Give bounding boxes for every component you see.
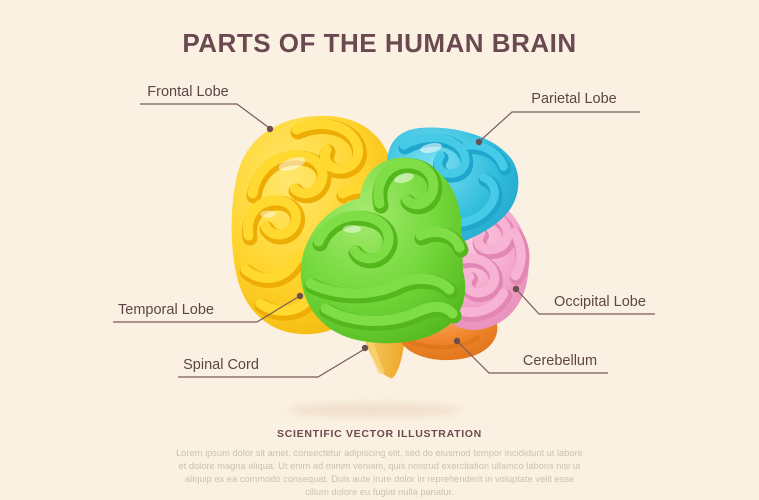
page-title: PARTS OF THE HUMAN BRAIN: [182, 28, 577, 58]
label-occipital-lobe: Occipital Lobe: [554, 294, 646, 310]
footer-body-text: Lorem ipsum dolor sit amet, consectetur …: [176, 448, 583, 498]
cerebellum-pointer-dot: [453, 337, 461, 345]
spinal-pointer-dot: [361, 344, 369, 352]
occipital-leader-line: [512, 285, 655, 315]
label-parietal-lobe: Parietal Lobe: [531, 91, 617, 107]
frontal-pointer-dot: [266, 125, 274, 133]
ground-shadow: [287, 403, 463, 417]
temporal-leader-line: [113, 292, 304, 323]
cerebellum-leader-line: [453, 337, 608, 374]
leader-lines: [113, 103, 655, 378]
label-frontal-lobe: Frontal Lobe: [147, 84, 229, 100]
footer-heading: SCIENTIFIC VECTOR ILLUSTRATION: [277, 428, 482, 440]
frontal-leader-line: [140, 103, 274, 133]
label-cerebellum: Cerebellum: [522, 353, 598, 369]
parietal-pointer-dot: [475, 138, 483, 146]
temporal-lobe-shape: [300, 157, 469, 344]
label-temporal-lobe: Temporal Lobe: [118, 302, 214, 318]
temporal-pointer-dot: [296, 292, 304, 300]
parietal-leader-line: [475, 111, 640, 146]
occipital-pointer-dot: [512, 285, 520, 293]
label-spinal-cord: Spinal Cord: [183, 357, 259, 373]
spinal-leader-line: [178, 344, 369, 378]
